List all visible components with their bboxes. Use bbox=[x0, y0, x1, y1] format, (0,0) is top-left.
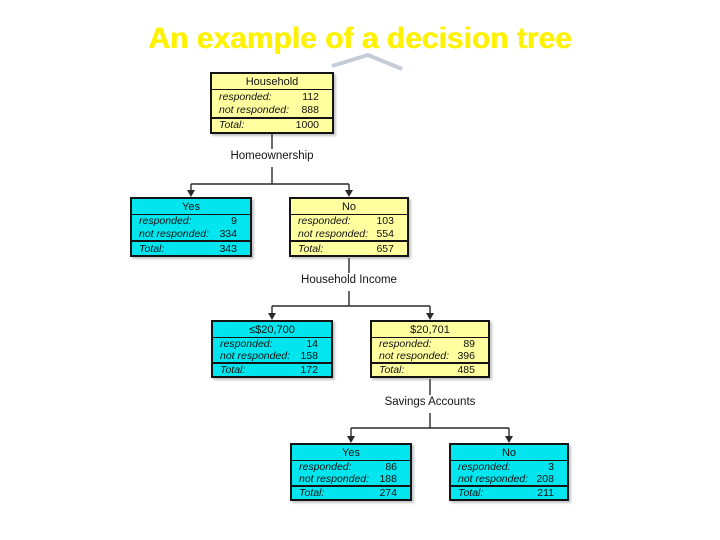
node-title: Yes bbox=[292, 445, 410, 461]
row-value: 188 bbox=[379, 473, 397, 485]
tree-node-income-ge-20701: $20,701 responded: 89 not responded: 396… bbox=[370, 320, 490, 378]
row-value: 89 bbox=[463, 338, 475, 350]
slide-title: An example of a decision tree bbox=[148, 22, 572, 55]
tree-node-savings-yes: Yes responded: 86 not responded: 188 Tot… bbox=[290, 443, 412, 501]
row-label: Total: bbox=[299, 487, 325, 499]
node-row-not-responded: not responded: 888 bbox=[212, 103, 332, 116]
node-row-total: Total: 1000 bbox=[212, 116, 332, 132]
node-row-responded: responded: 3 bbox=[451, 461, 567, 473]
row-value: 86 bbox=[385, 461, 397, 473]
row-value: 485 bbox=[457, 364, 475, 376]
row-label: Total: bbox=[379, 364, 405, 376]
row-value: 396 bbox=[457, 350, 475, 362]
row-value: 3 bbox=[548, 461, 554, 473]
node-row-not-responded: not responded: 188 bbox=[292, 473, 410, 485]
node-title: Yes bbox=[132, 199, 250, 215]
node-row-responded: responded: 86 bbox=[292, 461, 410, 473]
row-label: not responded: bbox=[299, 473, 370, 485]
node-rows: responded: 3 not responded: 208 Total: 2… bbox=[451, 461, 567, 499]
row-value: 103 bbox=[376, 215, 394, 228]
row-value: 274 bbox=[379, 487, 397, 499]
node-row-total: Total: 485 bbox=[372, 362, 488, 376]
node-row-responded: responded: 9 bbox=[132, 215, 250, 228]
arrowheads bbox=[187, 190, 513, 443]
node-row-total: Total: 274 bbox=[292, 485, 410, 499]
branch-label-savings-accounts: Savings Accounts bbox=[381, 396, 479, 408]
node-row-total: Total: 657 bbox=[291, 240, 407, 255]
row-label: responded: bbox=[298, 215, 351, 228]
row-value: 888 bbox=[301, 103, 319, 116]
node-row-responded: responded: 112 bbox=[212, 90, 332, 103]
row-value: 334 bbox=[219, 228, 237, 240]
row-label: Total: bbox=[298, 242, 324, 255]
branch-label-homeownership: Homeownership bbox=[227, 150, 317, 162]
node-title: $20,701 bbox=[372, 322, 488, 338]
row-value: 211 bbox=[537, 487, 554, 499]
row-label: not responded: bbox=[458, 473, 529, 485]
row-label: not responded: bbox=[139, 228, 210, 240]
row-value: 208 bbox=[536, 473, 554, 485]
node-row-not-responded: not responded: 158 bbox=[213, 350, 331, 362]
row-value: 554 bbox=[376, 228, 394, 240]
node-row-not-responded: not responded: 208 bbox=[451, 473, 567, 485]
row-label: responded: bbox=[219, 90, 272, 103]
tree-node-homeowner-yes: Yes responded: 9 not responded: 334 Tota… bbox=[130, 197, 252, 257]
node-row-total: Total: 343 bbox=[132, 240, 250, 255]
tree-node-homeowner-no: No responded: 103 not responded: 554 Tot… bbox=[289, 197, 409, 257]
tree-node-income-le-20700: ≤$20,700 responded: 14 not responded: 15… bbox=[211, 320, 333, 378]
tree-node-household: Household responded: 112 not responded: … bbox=[210, 72, 334, 134]
row-label: Total: bbox=[139, 242, 165, 255]
node-rows: responded: 14 not responded: 158 Total: … bbox=[213, 338, 331, 376]
node-row-total: Total: 211 bbox=[451, 485, 567, 499]
node-row-not-responded: not responded: 554 bbox=[291, 228, 407, 241]
row-label: responded: bbox=[379, 338, 432, 350]
node-row-not-responded: not responded: 334 bbox=[132, 228, 250, 241]
node-row-responded: responded: 89 bbox=[372, 338, 488, 350]
row-label: not responded: bbox=[298, 228, 369, 240]
node-title: Household bbox=[212, 74, 332, 90]
node-title: No bbox=[291, 199, 407, 215]
branch-label-household-income: Household Income bbox=[298, 274, 400, 286]
row-value: 14 bbox=[306, 338, 318, 350]
node-row-total: Total: 172 bbox=[213, 362, 331, 376]
row-label: not responded: bbox=[379, 350, 450, 362]
node-row-not-responded: not responded: 396 bbox=[372, 350, 488, 362]
row-value: 1000 bbox=[295, 119, 319, 132]
node-rows: responded: 86 not responded: 188 Total: … bbox=[292, 461, 410, 499]
row-label: responded: bbox=[458, 461, 511, 473]
node-row-responded: responded: 14 bbox=[213, 338, 331, 350]
row-label: responded: bbox=[139, 215, 192, 228]
node-rows: responded: 89 not responded: 396 Total: … bbox=[372, 338, 488, 376]
row-value: 9 bbox=[231, 215, 237, 228]
node-row-responded: responded: 103 bbox=[291, 215, 407, 228]
row-label: not responded: bbox=[220, 350, 291, 362]
node-title: ≤$20,700 bbox=[213, 322, 331, 338]
node-rows: responded: 9 not responded: 334 Total: 3… bbox=[132, 215, 250, 255]
node-rows: responded: 103 not responded: 554 Total:… bbox=[291, 215, 407, 255]
row-label: Total: bbox=[458, 487, 484, 499]
row-label: responded: bbox=[220, 338, 273, 350]
chevron-decoration bbox=[331, 53, 403, 71]
row-value: 343 bbox=[219, 242, 237, 255]
row-label: not responded: bbox=[219, 103, 290, 116]
row-label: responded: bbox=[299, 461, 352, 473]
node-rows: responded: 112 not responded: 888 Total:… bbox=[212, 90, 332, 132]
row-value: 112 bbox=[302, 90, 319, 103]
node-title: No bbox=[451, 445, 567, 461]
row-value: 172 bbox=[300, 364, 318, 376]
row-value: 158 bbox=[300, 350, 318, 362]
row-value: 657 bbox=[376, 242, 394, 255]
tree-node-savings-no: No responded: 3 not responded: 208 Total… bbox=[449, 443, 569, 501]
row-label: Total: bbox=[220, 364, 246, 376]
row-label: Total: bbox=[219, 119, 245, 132]
